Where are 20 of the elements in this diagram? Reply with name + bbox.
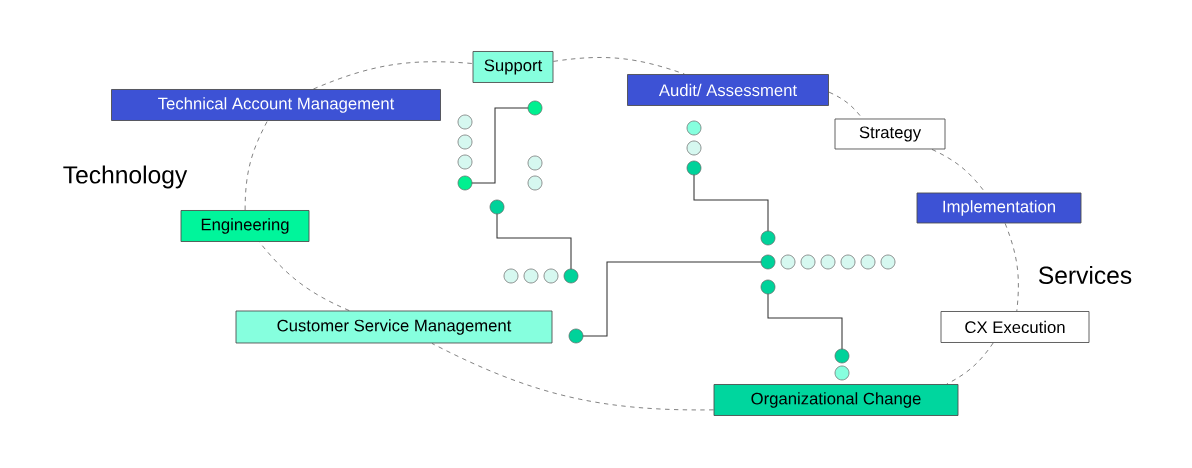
label-box: Support — [472, 51, 554, 83]
dashed-line — [553, 57, 685, 75]
dashed-line — [1004, 223, 1019, 312]
label-box: Engineering — [180, 210, 310, 242]
label-box: Audit/ Assessment — [627, 74, 829, 106]
dashed-line — [828, 91, 863, 119]
label-box: Implementation — [916, 192, 1082, 224]
dashed-line — [946, 342, 994, 385]
dashed-line — [931, 149, 986, 193]
label-box: Customer Service Management — [235, 310, 553, 344]
dashed-line — [431, 343, 714, 411]
label-box: Technical Account Management — [111, 89, 441, 121]
dashed-line — [258, 241, 350, 311]
dashed-line — [313, 61, 473, 90]
dashed-line — [244, 120, 268, 211]
label-box: CX Execution — [940, 311, 1090, 343]
label-box: Strategy — [834, 118, 946, 150]
label-box: Organizational Change — [713, 384, 959, 416]
side-heading: Services — [1038, 265, 1132, 285]
side-heading: Technology — [63, 165, 188, 189]
